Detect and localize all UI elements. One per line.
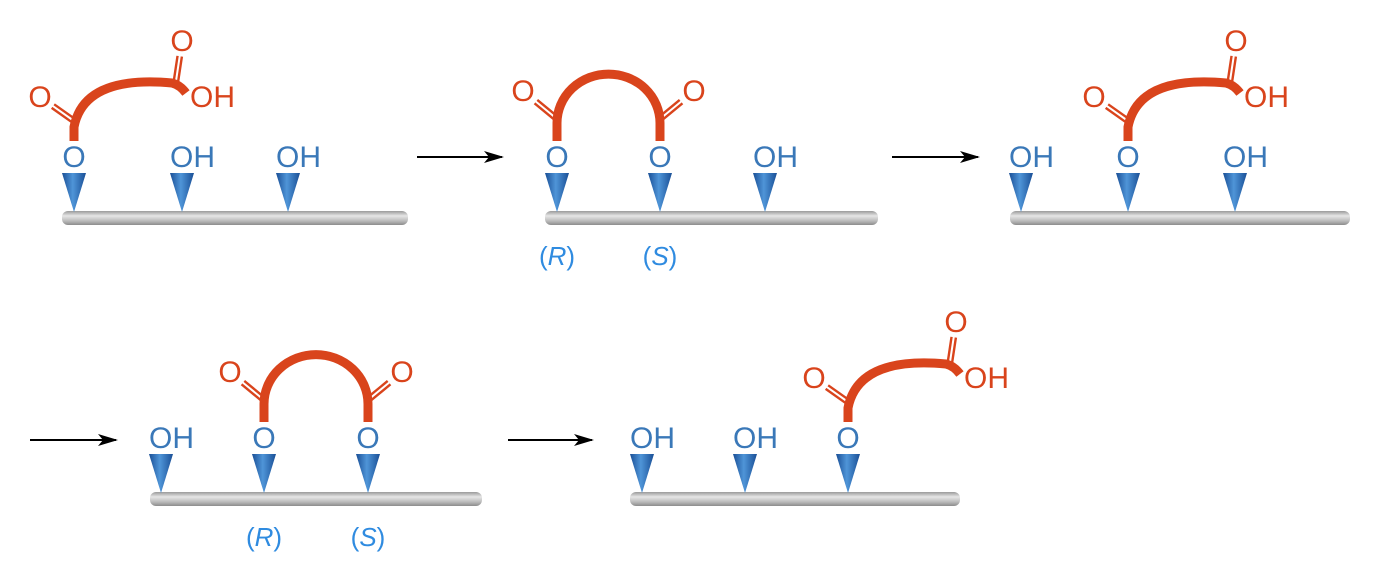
diacid-linker-arc	[259, 350, 373, 422]
binding-site: OH	[1009, 141, 1054, 212]
hydroxyl-label: OH	[630, 422, 675, 455]
hydroxyl-label: OH	[149, 422, 194, 455]
carbonyl-oxygen-label: O	[1082, 81, 1105, 114]
site-cone-icon	[1009, 173, 1033, 212]
track-bar	[630, 492, 960, 506]
binding-site: OH	[149, 422, 194, 493]
ester-oxygen-label: O	[356, 422, 379, 455]
double-bond-line	[827, 384, 850, 402]
carboxylic-acid-oh-label: OH	[190, 81, 235, 114]
ester-oxygen-label: O	[545, 141, 568, 174]
binding-site: O	[356, 422, 380, 493]
site-cone-icon	[149, 454, 173, 493]
hydroxyl-label: OH	[1223, 141, 1268, 174]
binding-site: OH	[170, 141, 215, 212]
carbonyl-oxygen-label: O	[1224, 25, 1247, 58]
site-cone-icon	[836, 454, 860, 493]
double-bond-line	[660, 102, 684, 122]
stereo-label-r: (R)	[539, 241, 575, 271]
binding-site: O	[1116, 141, 1140, 212]
carbonyl-oxygen-label: O	[28, 81, 51, 114]
binding-site: O	[836, 422, 860, 493]
double-bond-line	[824, 387, 848, 405]
double-bond-line	[657, 99, 681, 119]
track-bar	[150, 492, 482, 506]
double-bond-line	[1107, 103, 1130, 121]
site-cone-icon	[733, 454, 757, 493]
double-bond-line	[176, 56, 184, 82]
double-bond-line	[365, 380, 389, 400]
carbonyl-oxygen-label: O	[170, 25, 193, 58]
site-cone-icon	[170, 173, 194, 212]
double-bond-line	[50, 106, 74, 124]
hydroxyl-label: OH	[276, 141, 321, 174]
hydroxyl-label: OH	[1009, 141, 1054, 174]
binding-site: O	[545, 141, 569, 212]
carbonyl-oxygen-label: O	[802, 362, 825, 395]
monoester-linker-arc	[69, 77, 190, 141]
double-bond-line	[533, 102, 557, 122]
binding-site: OH	[753, 141, 798, 212]
ester-oxygen-label: O	[62, 141, 85, 174]
double-bond-line	[368, 383, 392, 403]
binding-site: O	[62, 141, 86, 212]
binding-site: OH	[630, 422, 675, 493]
hydroxyl-label: OH	[753, 141, 798, 174]
ester-oxygen-label: O	[836, 422, 859, 455]
site-cone-icon	[1223, 173, 1247, 212]
carbonyl-oxygen-label: O	[511, 75, 534, 108]
diacid-linker-arc	[552, 69, 665, 141]
site-cone-icon	[276, 173, 300, 212]
stereo-label-s: (S)	[351, 522, 386, 552]
stereo-label-s: (S)	[643, 241, 678, 271]
site-cone-icon	[62, 173, 86, 212]
site-cone-icon	[753, 173, 777, 212]
ester-oxygen-label: O	[648, 141, 671, 174]
double-bond-line	[1226, 55, 1233, 81]
monoester-linker-arc	[843, 358, 964, 422]
binding-site: O	[252, 422, 276, 493]
site-cone-icon	[545, 173, 569, 212]
site-cone-icon	[356, 454, 380, 493]
hydroxyl-label: OH	[733, 422, 778, 455]
site-cone-icon	[252, 454, 276, 493]
ester-oxygen-label: O	[252, 422, 275, 455]
double-bond-line	[1104, 106, 1128, 124]
binding-site: OH	[1223, 141, 1268, 212]
binding-site: OH	[733, 422, 778, 493]
double-bond-line	[240, 383, 264, 403]
binding-site: O	[648, 141, 672, 212]
site-cone-icon	[648, 173, 672, 212]
binding-site: OH	[276, 141, 321, 212]
carboxylic-acid-oh-label: OH	[1244, 81, 1289, 114]
site-cone-icon	[630, 454, 654, 493]
ester-oxygen-label: O	[1116, 141, 1139, 174]
double-bond-line	[1230, 56, 1238, 82]
double-bond-line	[946, 336, 953, 362]
hydroxyl-label: OH	[170, 141, 215, 174]
double-bond-line	[172, 55, 179, 81]
double-bond-line	[243, 380, 267, 400]
double-bond-line	[950, 337, 958, 363]
carbonyl-oxygen-label: O	[682, 75, 705, 108]
carbonyl-oxygen-label: O	[218, 356, 241, 389]
stereo-label-r: (R)	[246, 522, 282, 552]
monoester-linker-arc	[1123, 77, 1244, 141]
track-bar	[1010, 211, 1350, 225]
double-bond-line	[536, 99, 560, 119]
carbonyl-oxygen-label: O	[944, 306, 967, 339]
track-bar	[545, 211, 878, 225]
site-cone-icon	[1116, 173, 1140, 212]
carboxylic-acid-oh-label: OH	[964, 362, 1009, 395]
track-bar	[62, 211, 408, 225]
carbonyl-oxygen-label: O	[390, 356, 413, 389]
double-bond-line	[53, 103, 76, 121]
